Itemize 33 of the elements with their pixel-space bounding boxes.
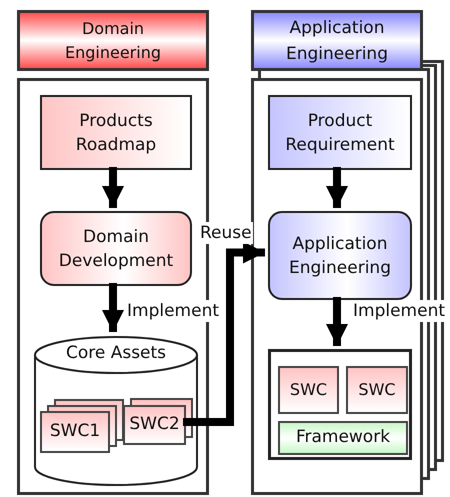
node-label: Application Engineering xyxy=(288,232,392,280)
product-box xyxy=(268,349,412,460)
arrow xyxy=(183,242,265,426)
arrow xyxy=(326,167,348,208)
rounded-process-box xyxy=(40,211,192,286)
node-label: SWC xyxy=(290,379,328,401)
node-label: Framework xyxy=(296,426,390,450)
edge-label: Implement xyxy=(126,300,220,322)
edge-label: Implement xyxy=(352,300,446,322)
database-cylinder xyxy=(33,335,199,487)
node-label: Core Assets xyxy=(66,342,166,365)
framework-box xyxy=(278,421,408,455)
node-label: Application Engineering xyxy=(285,16,389,66)
header-box xyxy=(17,10,209,71)
node-label: SWC2 xyxy=(129,413,180,436)
node-label: Domain Engineering xyxy=(64,18,162,64)
header-box xyxy=(251,10,423,71)
process-box xyxy=(268,95,412,170)
rounded-process-box xyxy=(268,211,412,300)
component-card xyxy=(123,405,186,445)
process-box xyxy=(40,95,192,170)
arrow xyxy=(102,283,124,332)
arrow xyxy=(326,297,348,346)
arrow xyxy=(102,167,124,208)
component-card xyxy=(40,411,110,453)
node-label: Domain Development xyxy=(58,226,174,272)
node-label: Products Roadmap xyxy=(74,110,158,156)
node-label: SWC1 xyxy=(50,420,100,444)
edge-label: Reuse xyxy=(199,222,253,244)
node-label: SWC xyxy=(358,379,396,401)
component-box xyxy=(278,366,339,414)
component-box xyxy=(346,366,408,414)
node-label: Product Requirement xyxy=(284,110,396,156)
